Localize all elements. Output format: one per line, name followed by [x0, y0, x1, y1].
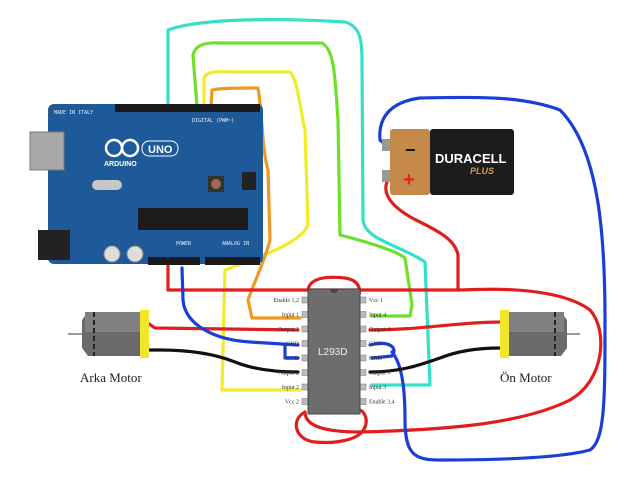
wire-cyan — [166, 18, 432, 387]
made-in-label: MADE IN ITALY — [54, 110, 93, 116]
arduino-logo-icon — [104, 138, 140, 158]
left-motor: Arka Motor — [68, 310, 149, 385]
chip-pin-left — [301, 398, 309, 405]
wire-blue-gnd-left — [180, 266, 300, 360]
wires — [143, 18, 607, 462]
wire-red-battery — [384, 178, 460, 292]
wire-orange — [209, 86, 302, 320]
arduino-brand: ARDUINO — [104, 161, 137, 168]
digital-header — [115, 104, 260, 112]
analog-label: ANALOG IN — [222, 241, 249, 247]
icsp-header — [242, 172, 256, 190]
chip-pin-label: Vcc 1 — [369, 298, 383, 304]
capacitor-1 — [103, 245, 121, 263]
wire-blue-gnd-right — [368, 95, 607, 462]
microcontroller-chip — [138, 208, 248, 230]
right-motor: Ön Motor — [500, 310, 580, 385]
chip-pin-label: Input 1 — [282, 313, 299, 319]
chip-pin-label: Output 4 — [369, 327, 390, 333]
chip-pin-left — [301, 340, 309, 347]
left-motor-highlight — [85, 312, 140, 332]
chip-pin-right — [359, 398, 367, 405]
chip-pin-right — [359, 311, 367, 318]
chip-pin-label: Vcc 2 — [285, 400, 299, 406]
battery-terminal-neg — [382, 139, 390, 151]
chip-pin-right — [359, 340, 367, 347]
usb-port — [29, 131, 65, 171]
chip-pin-right — [359, 369, 367, 376]
battery-black — [430, 129, 514, 195]
battery-terminal-pos — [382, 170, 390, 182]
uno-badge — [141, 140, 179, 157]
power-label: POWER — [176, 241, 192, 247]
chip-pin-left — [301, 325, 309, 333]
analog-header — [205, 257, 260, 265]
battery-neg-symbol: − — [405, 140, 416, 160]
chip-pin-label: Output 3 — [369, 371, 390, 377]
chip-pin-left — [301, 296, 309, 304]
chip-pin-label: Output 1 — [278, 327, 299, 333]
chip-pin-left — [301, 354, 309, 362]
chip-name: L293D — [318, 347, 347, 358]
reset-button-cap — [211, 179, 221, 189]
chip-pin-right — [359, 296, 367, 304]
chip-pin-label: GND — [369, 356, 383, 362]
chip-pin-label: GND — [286, 342, 300, 348]
chip-pin-label: Input 2 — [282, 385, 299, 391]
chip-pin-label: Input 3 — [369, 385, 386, 391]
chip-pin-label: Enable 1,2 — [273, 298, 299, 304]
wire-red-out1 — [143, 320, 300, 332]
arduino-board: MADE IN ITALY ARDUINO UNO DIGITAL (PWM~)… — [29, 104, 263, 265]
arduino-pcb — [48, 104, 263, 264]
wire-green — [191, 41, 414, 318]
left-motor-label: Arka Motor — [80, 370, 142, 385]
battery-pos-symbol: + — [403, 169, 415, 191]
chip-pin-labels-right: Vcc 1 Input 4 Output 4 GND GND Output 3 Input … — [369, 298, 395, 406]
battery: − + DURACELL PLUS — [382, 129, 514, 195]
chip-pin-right — [359, 354, 367, 362]
wire-red-out4 — [368, 320, 502, 332]
battery-copper — [390, 129, 430, 195]
chip-pin-left — [301, 383, 309, 391]
left-motor-endcap — [140, 310, 149, 358]
chip-pin-label: GND — [286, 356, 300, 362]
chip-body — [307, 288, 361, 415]
power-header — [148, 257, 200, 265]
battery-sub: PLUS — [470, 166, 494, 176]
wire-red-vcc2 — [294, 408, 368, 445]
crystal — [92, 180, 122, 190]
wire-black-out3 — [368, 346, 502, 374]
chip-pin-label: Input 4 — [369, 313, 386, 319]
chip-pin-right — [359, 325, 367, 333]
right-motor-highlight — [509, 312, 564, 332]
battery-brand: DURACELL — [435, 151, 507, 166]
capacitor-2 — [126, 245, 144, 263]
right-motor-endcap — [500, 310, 509, 358]
wire-red-5v — [166, 263, 310, 292]
power-jack — [38, 230, 70, 260]
wire-black-out2 — [148, 348, 300, 374]
chip-pin-left — [301, 311, 309, 318]
chip-pin-label: GND — [369, 342, 383, 348]
digital-label: DIGITAL (PWM~) — [192, 118, 234, 124]
chip-pins — [301, 296, 367, 405]
chip-pin-label: Enable 3,4 — [369, 400, 395, 406]
chip-pin-label: Output 2 — [278, 371, 299, 377]
arduino-model: UNO — [148, 144, 173, 156]
chip-pin-right — [359, 383, 367, 391]
chip-pin-left — [301, 369, 309, 376]
chip-notch — [330, 289, 338, 293]
right-motor-label: Ön Motor — [500, 370, 552, 385]
